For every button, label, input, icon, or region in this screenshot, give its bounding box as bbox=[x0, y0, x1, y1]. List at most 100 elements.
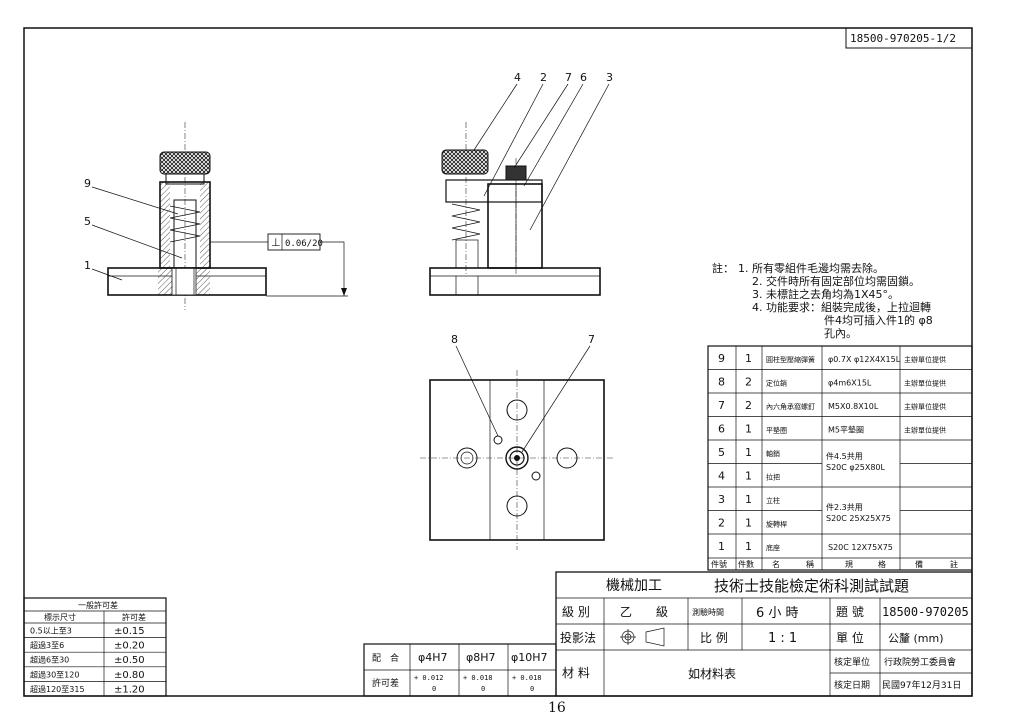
gen-tol-size: 0.5以上至3 bbox=[30, 627, 72, 636]
fit-tolerance-table: 配 合 許可差 φ4H7 φ8H7 φ10H7 + 0.012 0 + 0.01… bbox=[363, 643, 557, 697]
right-balloons: 4 2 7 6 3 bbox=[473, 71, 613, 231]
page-number: 16 bbox=[548, 700, 566, 713]
code-label: 題 號 bbox=[836, 605, 864, 619]
gen-tol-value: ±0.50 bbox=[114, 655, 145, 666]
unit-label: 單 位 bbox=[836, 630, 864, 645]
sheet-number: 18500-970205-1/2 bbox=[850, 32, 956, 45]
balloon-4: 4 bbox=[514, 71, 521, 84]
material-value: 如材料表 bbox=[688, 666, 736, 681]
balloon-9: 9 bbox=[84, 177, 91, 190]
material-label: 材 料 bbox=[562, 666, 590, 680]
bom-h-name2: 稱 bbox=[806, 559, 814, 569]
bom-h-name1: 名 bbox=[772, 559, 780, 569]
fit-col-2: φ8H7 bbox=[466, 651, 496, 664]
general-tolerance-table: 一般許可差 標示尺寸 許可差 0.5以上至3±0.15超過3至6±0.20超過6… bbox=[23, 597, 167, 697]
gen-tol-value: ±0.80 bbox=[114, 670, 145, 681]
merged-spec-23-b: S20C 25X25X75 bbox=[826, 514, 891, 523]
bom-qty: 1 bbox=[745, 469, 752, 482]
balloon-5: 5 bbox=[84, 215, 91, 228]
bom-h-spec1: 規 bbox=[845, 559, 853, 569]
tolerance-value: 0.06/20 bbox=[285, 239, 323, 249]
bom-name: 內六角承窩螺釘 bbox=[766, 402, 815, 411]
bom-spec: M5平墊圈 bbox=[828, 424, 864, 434]
perpendicular-symbol: ⊥ bbox=[271, 236, 281, 249]
fit-label: 配 合 bbox=[372, 652, 399, 664]
bom-qty: 2 bbox=[745, 375, 752, 388]
fit-col-1: φ4H7 bbox=[418, 651, 448, 664]
bom-no: 1 bbox=[718, 540, 725, 553]
bom-qty: 1 bbox=[745, 516, 752, 529]
bom-qty: 1 bbox=[745, 446, 752, 459]
fit-tol-label: 許可差 bbox=[372, 677, 399, 689]
merged-spec-45-b: S20C φ25X80L bbox=[826, 463, 886, 472]
front-view-assembly bbox=[429, 122, 601, 296]
bom-row: 7 2 內六角承窩螺釘 M5X0.8X10L 主辦單位提供 bbox=[708, 392, 972, 412]
gen-tol-size: 超過6至30 bbox=[30, 655, 69, 665]
bom-name: 圓柱型壓縮彈簧 bbox=[766, 355, 815, 364]
gen-tol-title: 一般許可差 bbox=[78, 600, 118, 610]
bom-h-qty: 件數 bbox=[738, 559, 754, 569]
bom-name: 拉把 bbox=[766, 472, 780, 481]
balloon-2: 2 bbox=[540, 71, 547, 84]
bom-qty: 1 bbox=[745, 352, 752, 365]
scale-value: 1 : 1 bbox=[768, 631, 797, 646]
bom-name: 旋轉桿 bbox=[766, 519, 787, 528]
note-4: 4. 功能要求：組裝完成後，上拉迴轉 bbox=[752, 300, 931, 314]
gen-tol-h-tol: 許可差 bbox=[122, 612, 146, 622]
approve-date-label: 核定日期 bbox=[834, 679, 870, 691]
note-1: 1. 所有零組件毛邊均需去除。 bbox=[738, 261, 884, 275]
fit-upper-3: + 0.018 bbox=[512, 674, 542, 682]
fit-lower-1: 0 bbox=[432, 685, 436, 693]
title-block: 機械加工 技術士技能檢定術科測試試題 級 別 乙 級 測驗時間 6 小 時 題 … bbox=[555, 571, 973, 697]
gen-tol-row: 超過120至315±1.20 bbox=[24, 681, 166, 695]
bom-name: 底座 bbox=[766, 543, 780, 552]
bom-name: 定位銷 bbox=[766, 378, 787, 387]
notes-block: 註： 1. 所有零組件毛邊均需去除。 2. 交件時所有固定部位均需固鎖。 3. … bbox=[712, 261, 933, 340]
left-balloons: 9 5 1 bbox=[84, 177, 183, 281]
bom-no: 9 bbox=[718, 352, 725, 365]
bom-no: 7 bbox=[718, 399, 725, 412]
balloon-7: 7 bbox=[565, 71, 572, 84]
time-value: 6 小 時 bbox=[756, 606, 799, 621]
bom-remark: 主辦單位提供 bbox=[904, 425, 946, 434]
bom-spec: M5X0.8X10L bbox=[828, 402, 879, 411]
top-balloons: 8 7 bbox=[451, 333, 595, 453]
bom-no: 8 bbox=[718, 375, 725, 388]
gen-tol-row: 0.5以上至3 ±0.15 bbox=[30, 626, 145, 637]
balloon-6: 6 bbox=[580, 71, 587, 84]
code-value: 18500-970205 bbox=[882, 605, 969, 619]
bom-qty: 1 bbox=[745, 493, 752, 506]
gen-tol-size: 超過3至6 bbox=[30, 640, 64, 650]
grade-value: 乙 級 bbox=[620, 605, 668, 619]
bom-remark: 主辦單位提供 bbox=[904, 402, 946, 411]
projection-label: 投影法 bbox=[560, 630, 596, 645]
gen-tol-value: ±1.20 bbox=[114, 684, 145, 695]
time-label: 測驗時間 bbox=[692, 607, 724, 617]
balloon-7-top: 7 bbox=[588, 333, 595, 346]
merged-spec-23-a: 件2.3共用 bbox=[826, 502, 863, 512]
bom-no: 6 bbox=[718, 422, 725, 435]
bom-no: 2 bbox=[718, 516, 725, 529]
gen-tol-value: ±0.15 bbox=[114, 626, 145, 637]
bom-qty: 2 bbox=[745, 399, 752, 412]
balloon-1: 1 bbox=[84, 259, 91, 272]
note-4b: 件4均可插入件1的 φ8 bbox=[824, 313, 933, 327]
bom-row: 2 1 旋轉桿 bbox=[708, 510, 972, 529]
gen-tol-h-size: 標示尺寸 bbox=[44, 612, 76, 622]
unit-value: 公釐 (mm) bbox=[888, 631, 944, 645]
scale-label: 比 例 bbox=[700, 631, 728, 645]
approve-unit-value: 行政院勞工委員會 bbox=[884, 656, 956, 668]
bom-spec: φ4m6X15L bbox=[828, 378, 872, 387]
bom-header: 件號 件數 名 稱 規 格 備 註 bbox=[711, 559, 958, 569]
grade-label: 級 別 bbox=[562, 605, 590, 619]
note-4c: 孔內。 bbox=[824, 327, 857, 340]
bom-no: 4 bbox=[718, 469, 725, 482]
note-3: 3. 未標註之去角均為1X45°。 bbox=[752, 287, 899, 301]
gen-tol-size: 超過30至120 bbox=[30, 669, 79, 679]
approve-unit-label: 核定單位 bbox=[834, 656, 870, 668]
